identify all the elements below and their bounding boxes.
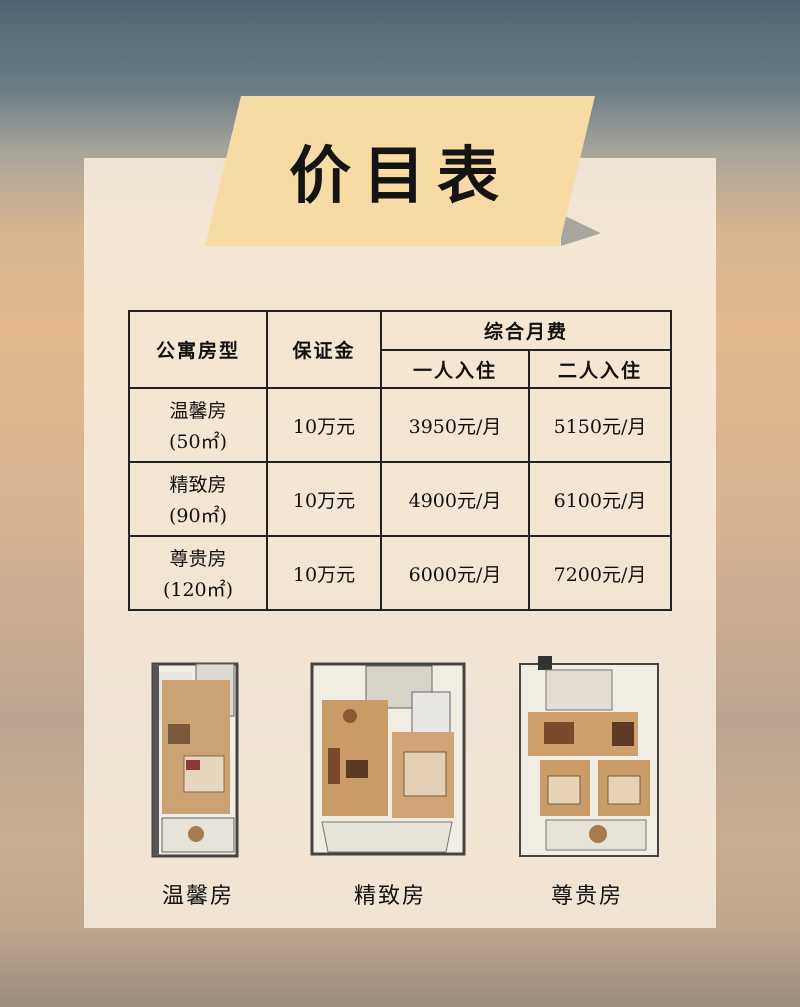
room-name: 温馨房 <box>169 400 227 422</box>
title-banner <box>205 96 595 246</box>
room-name: 精致房 <box>169 474 227 496</box>
single-fee-cell: 4900元/月 <box>380 461 530 537</box>
deposit-cell: 10万元 <box>266 461 382 537</box>
floorplan-label: 温馨房 <box>161 884 234 909</box>
header-single: 一人入住 <box>380 349 530 389</box>
price-table: 公寓房型 保证金 综合月费 一人入住 二人入住 温馨房 (50㎡) 10万元 39… <box>128 310 672 611</box>
room-area: (90㎡) <box>168 505 227 527</box>
double-fee-cell: 6100元/月 <box>528 461 672 537</box>
room-area: (50㎡) <box>168 431 227 453</box>
double-fee-cell: 5150元/月 <box>528 387 672 463</box>
header-room-type: 公寓房型 <box>128 310 268 389</box>
room-type-cell: 温馨房 (50㎡) <box>128 387 268 463</box>
floorplan-icon <box>519 656 659 857</box>
double-fee-cell: 7200元/月 <box>528 535 672 611</box>
header-deposit: 保证金 <box>266 310 382 389</box>
table-row: 精致房 (90㎡) 10万元 4900元/月 6100元/月 <box>128 461 672 537</box>
header-double: 二人入住 <box>528 349 672 389</box>
floorplan-label: 精致房 <box>353 884 426 909</box>
single-fee-cell: 6000元/月 <box>380 535 530 611</box>
room-type-cell: 尊贵房 (120㎡) <box>128 535 268 611</box>
floorplan-label: 尊贵房 <box>550 884 623 909</box>
room-name: 尊贵房 <box>169 548 227 570</box>
header-monthly-fee: 综合月费 <box>380 310 672 351</box>
table-row: 温馨房 (50㎡) 10万元 3950元/月 5150元/月 <box>128 387 672 463</box>
table-row: 尊贵房 (120㎡) 10万元 6000元/月 7200元/月 <box>128 535 672 611</box>
room-area: (120㎡) <box>162 579 234 601</box>
page-title: 价目表 <box>288 139 511 212</box>
deposit-cell: 10万元 <box>266 387 382 463</box>
floorplan-icon <box>310 662 466 856</box>
room-type-cell: 精致房 (90㎡) <box>128 461 268 537</box>
single-fee-cell: 3950元/月 <box>380 387 530 463</box>
deposit-cell: 10万元 <box>266 535 382 611</box>
floorplan-icon <box>151 662 239 858</box>
